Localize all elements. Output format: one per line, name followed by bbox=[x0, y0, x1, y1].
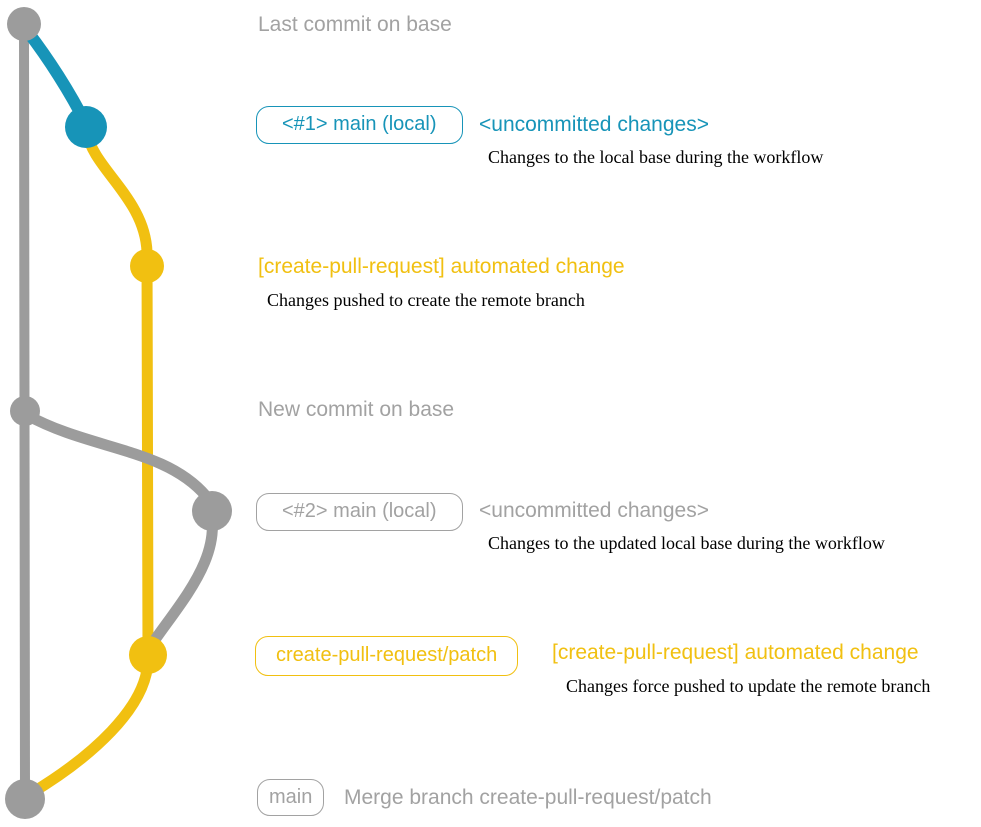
automated-change-1-description: Changes pushed to create the remote bran… bbox=[267, 290, 585, 310]
commit-node-uncommitted-changes-2 bbox=[192, 491, 232, 531]
merge-branch-line bbox=[24, 654, 154, 800]
branch-badge-main: main bbox=[257, 779, 325, 816]
automated-change-1-title: [create-pull-request] automated change bbox=[258, 255, 625, 278]
uncommitted-changes-2-description: Changes to the updated local base during… bbox=[488, 533, 885, 553]
branch-badge-main-local-1: <#1> main (local) bbox=[256, 106, 463, 144]
uncommitted-changes-1-title: <uncommitted changes> bbox=[479, 113, 709, 136]
new-commit-on-base-label: New commit on base bbox=[258, 398, 455, 421]
commit-node-last-commit-on-base bbox=[7, 7, 41, 41]
branch-badge-main-local-2: <#2> main (local) bbox=[256, 493, 463, 531]
branch-badge-create-pull-request-patch: create-pull-request/patch bbox=[255, 636, 519, 676]
commit-node-automated-change-2 bbox=[129, 636, 167, 674]
uncommitted-changes-1-description: Changes to the local base during the wor… bbox=[488, 147, 824, 167]
uncommitted-changes-2-title: <uncommitted changes> bbox=[479, 499, 709, 522]
create-pull-request-branch-line bbox=[81, 126, 154, 661]
merge-commit-label: Merge branch create-pull-request/patch bbox=[344, 786, 712, 809]
automated-change-2-description: Changes force pushed to update the remot… bbox=[566, 676, 931, 696]
commit-node-merge-commit bbox=[5, 779, 45, 819]
commit-node-new-commit-on-base bbox=[10, 396, 40, 426]
commit-node-uncommitted-changes-1 bbox=[65, 106, 107, 148]
automated-change-2-title: [create-pull-request] automated change bbox=[552, 641, 919, 664]
local-changes-branch-line-2 bbox=[21, 409, 218, 650]
commit-node-automated-change-1 bbox=[130, 249, 164, 283]
last-commit-on-base-label: Last commit on base bbox=[258, 13, 452, 36]
